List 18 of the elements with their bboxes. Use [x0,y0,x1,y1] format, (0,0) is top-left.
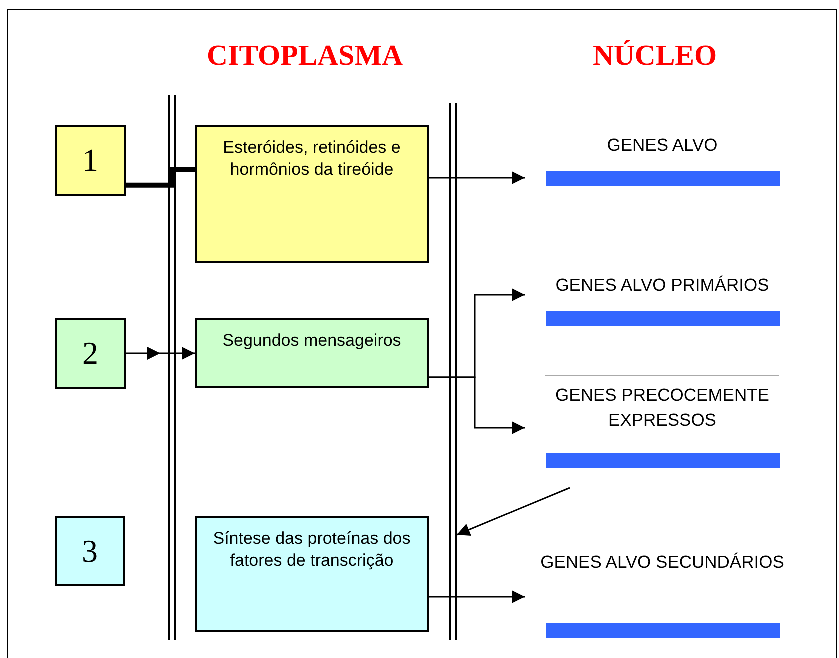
process-box: Segundos mensageiros [195,318,429,388]
arrow [429,590,525,604]
process-box: Esteróides, retinóides e hormônios da tireóide [195,125,429,263]
gene-label: GENES ALVO [607,134,718,157]
gene-label: GENES PRECOCEMENTE EXPRESSOS [554,384,770,432]
gene-label: GENES ALVO PRIMÁRIOS [556,274,770,297]
arrow [429,172,525,184]
connector-line [126,168,195,188]
compartment-heading: NÚCLEO [593,40,718,73]
compartment-heading: CITOPLASMA [207,40,404,73]
number-box: 1 [55,125,126,196]
arrow [429,376,525,434]
process-box: Síntese das proteínas dos fatores de transcrição [195,516,429,632]
gene-label: GENES ALVO SECUNDÁRIOS [540,551,784,574]
number-box: 2 [55,318,126,389]
arrow [456,487,570,536]
arrow [126,347,195,360]
number-box: 3 [55,516,125,586]
